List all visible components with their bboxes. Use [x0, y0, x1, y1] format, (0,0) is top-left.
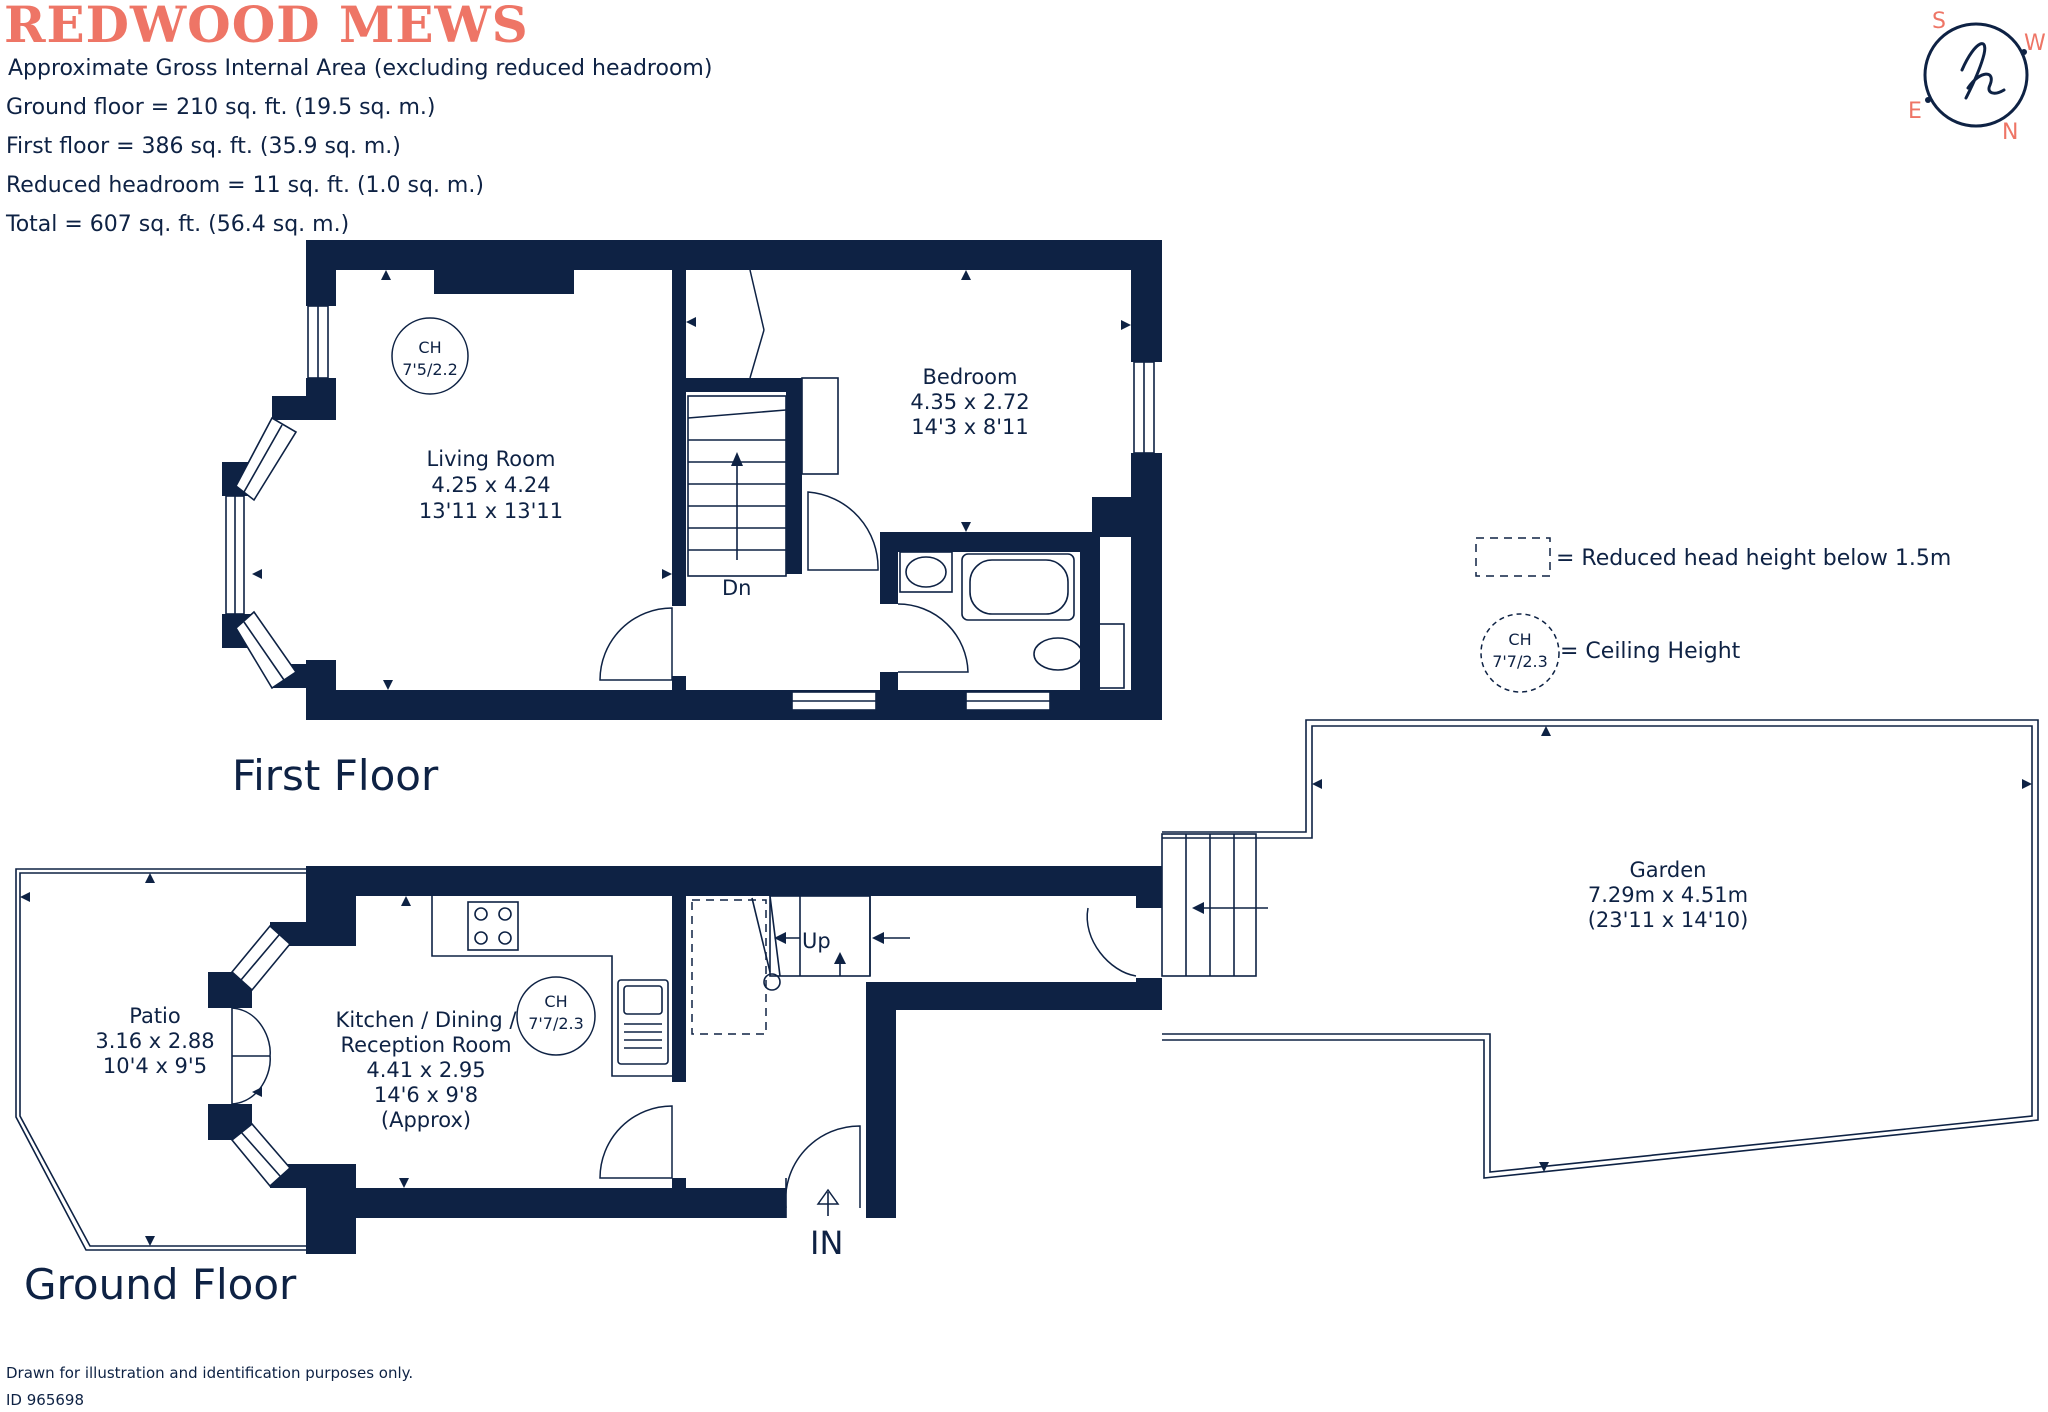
garden-imperial: (23'11 x 14'10)	[1588, 908, 1749, 932]
stairs-down-label: Dn	[722, 576, 751, 600]
first-floor-plan	[222, 240, 1162, 720]
garden-metric: 7.29m x 4.51m	[1588, 883, 1748, 907]
garden-name: Garden	[1630, 858, 1707, 882]
compass-logo-icon: S W E N	[1908, 9, 2046, 145]
kitchen-note: (Approx)	[381, 1108, 471, 1132]
first-floor-label: First Floor	[232, 751, 439, 800]
area-heading: Approximate Gross Internal Area (excludi…	[8, 56, 712, 81]
bedroom-imperial: 14'3 x 8'11	[911, 415, 1029, 439]
kitchen-imperial: 14'6 x 9'8	[374, 1083, 478, 1107]
compass-w: W	[2024, 31, 2046, 56]
compass-n: N	[2002, 120, 2018, 145]
bedroom-name: Bedroom	[923, 365, 1018, 389]
patio-metric: 3.16 x 2.88	[95, 1029, 214, 1053]
entrance-label: IN	[810, 1224, 843, 1262]
area-total: Total = 607 sq. ft. (56.4 sq. m.)	[5, 212, 349, 237]
area-ground: Ground floor = 210 sq. ft. (19.5 sq. m.)	[6, 95, 436, 120]
living-ch-value: 7'5/2.2	[402, 360, 458, 379]
kitchen-ch-label: CH	[544, 992, 567, 1011]
legend-ch-label: CH	[1508, 630, 1531, 649]
area-first: First floor = 386 sq. ft. (35.9 sq. m.)	[6, 134, 401, 159]
legend-ch-value: 7'7/2.3	[1492, 652, 1548, 671]
kitchen-name-line2: Reception Room	[340, 1033, 511, 1057]
legend-reduced: = Reduced head height below 1.5m	[1556, 546, 1951, 571]
kitchen-ch-value: 7'7/2.3	[528, 1014, 584, 1033]
bedroom-metric: 4.35 x 2.72	[910, 390, 1029, 414]
ground-floor-plan	[15, 719, 2039, 1254]
legend-ceiling: = Ceiling Height	[1560, 639, 1741, 664]
stairs-up-label: Up	[802, 929, 831, 953]
area-reduced: Reduced headroom = 11 sq. ft. (1.0 sq. m…	[6, 173, 484, 198]
living-room-imperial: 13'11 x 13'11	[419, 499, 563, 523]
living-ch-label: CH	[418, 338, 441, 357]
reduced-headroom-swatch	[1475, 537, 1551, 577]
kitchen-name-line1: Kitchen / Dining /	[336, 1008, 518, 1032]
compass-s: S	[1932, 9, 1946, 34]
living-room-metric: 4.25 x 4.24	[431, 473, 550, 497]
ground-floor-label: Ground Floor	[24, 1260, 297, 1309]
living-room-name: Living Room	[427, 447, 556, 471]
ceiling-height-swatch	[1480, 613, 1560, 693]
kitchen-metric: 4.41 x 2.95	[366, 1058, 485, 1082]
brand-title: REDWOOD MEWS	[4, 0, 529, 54]
patio-name: Patio	[129, 1004, 181, 1028]
patio-imperial: 10'4 x 9'5	[103, 1054, 207, 1078]
compass-e: E	[1908, 99, 1922, 124]
footer-disclaimer: Drawn for illustration and identificatio…	[6, 1364, 413, 1382]
footer-id: ID 965698	[6, 1391, 84, 1409]
